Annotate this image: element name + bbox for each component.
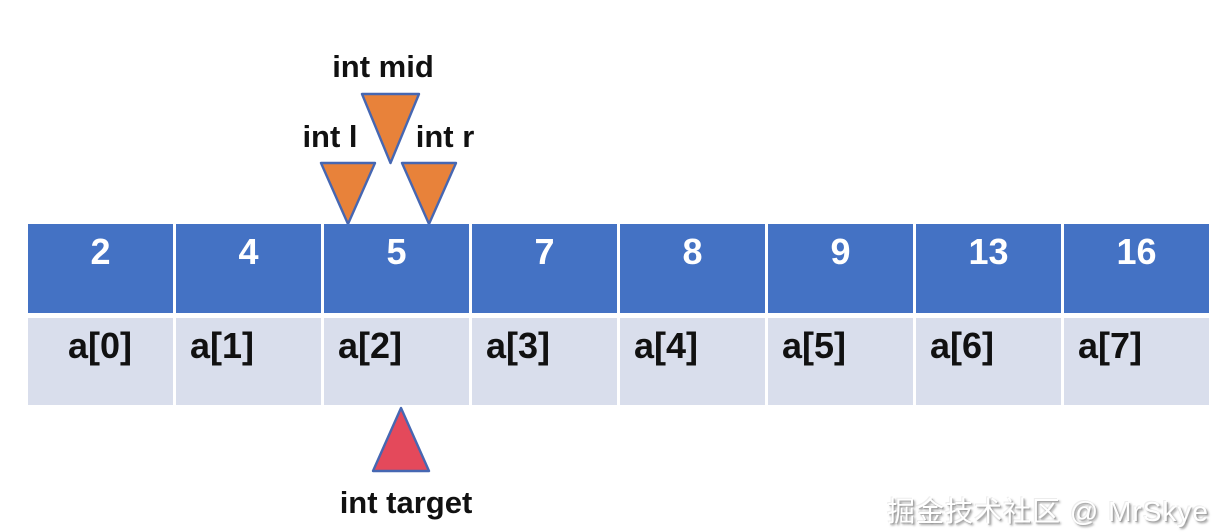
array-index: a[0]: [68, 325, 133, 366]
array-index: a[2]: [338, 325, 403, 366]
array-index-cell: a[1]: [176, 318, 321, 405]
target-pointer-triangle-icon: [371, 406, 431, 473]
array-index-cell: a[2]: [324, 318, 469, 405]
array-index-cell: a[4]: [620, 318, 765, 405]
array-value-cell: 13: [916, 224, 1061, 313]
array-index: a[5]: [782, 325, 847, 366]
array-value: 16: [1116, 231, 1157, 272]
array-value-cell: 8: [620, 224, 765, 313]
array-value-cell: 7: [472, 224, 617, 313]
array-index: a[1]: [190, 325, 255, 366]
array-value-cell: 16: [1064, 224, 1209, 313]
array-table: 2 4 5 7 8 9 13 16 a[0] a[1] a[2] a[3] a[…: [28, 224, 1209, 405]
right-pointer-label: int r: [415, 119, 475, 154]
array-index: a[7]: [1078, 325, 1143, 366]
left-pointer-triangle-icon: [319, 161, 377, 226]
array-index-cell: a[5]: [768, 318, 913, 405]
watermark: 掘金技术社区 @ MrSkye: [887, 496, 1209, 527]
array-value-cell: 5: [324, 224, 469, 313]
right-pointer-triangle-icon: [400, 161, 458, 226]
mid-pointer-label: int mid: [332, 49, 434, 84]
array-value-cell: 4: [176, 224, 321, 313]
array-value: 4: [238, 231, 259, 272]
array-index: a[3]: [486, 325, 551, 366]
array-index-cell: a[7]: [1064, 318, 1209, 405]
array-index-cell: a[3]: [472, 318, 617, 405]
target-pointer-label: int target: [339, 485, 473, 520]
array-value: 5: [386, 231, 407, 272]
array-value-cell: 9: [768, 224, 913, 313]
left-pointer-label: int l: [302, 119, 358, 154]
array-index-cell: a[0]: [28, 318, 173, 405]
mid-pointer-triangle-icon: [360, 92, 421, 165]
array-value: 13: [968, 231, 1009, 272]
array-value: 7: [534, 231, 555, 272]
array-value-cell: 2: [28, 224, 173, 313]
array-value: 8: [682, 231, 703, 272]
array-index-cell: a[6]: [916, 318, 1061, 405]
array-index: a[4]: [634, 325, 699, 366]
array-value: 2: [90, 231, 111, 272]
array-value: 9: [830, 231, 851, 272]
array-index: a[6]: [930, 325, 995, 366]
